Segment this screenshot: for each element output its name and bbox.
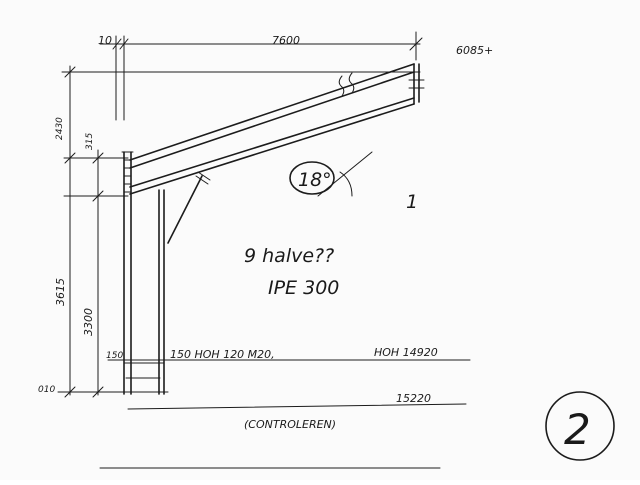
total-dimension <box>99 403 467 469</box>
column <box>121 151 165 395</box>
dim-left-height-b: 315 <box>85 133 95 150</box>
dim-left-base: 010 <box>38 385 55 395</box>
stroke-mark: 1 <box>406 191 418 213</box>
page-number-circle <box>545 391 615 461</box>
note-halve: 9 halve?? <box>244 245 334 267</box>
dim-top-right: 6085+ <box>456 44 493 57</box>
left-dimensions <box>57 65 131 398</box>
angle-mark <box>289 151 373 197</box>
dim-left-total: 3615 <box>54 278 67 306</box>
top-dimension <box>99 31 423 121</box>
dim-total: 15220 <box>396 392 431 405</box>
dim-top-left: 10 <box>98 34 112 47</box>
angle-label: 18° <box>298 169 332 191</box>
anchors-left: 150 HOH 120 M20, <box>170 348 275 361</box>
page-number: 2 <box>564 405 591 454</box>
dim-base-plate: 150 <box>106 351 123 361</box>
dim-top-span: 7600 <box>272 34 300 47</box>
dim-left-column: 3300 <box>82 308 95 336</box>
knee-brace <box>167 171 211 244</box>
rafter <box>129 63 425 195</box>
anchors-right: HOH 14920 <box>374 346 438 359</box>
base-line <box>107 359 471 393</box>
dim-left-height-a: 2430 <box>55 117 65 140</box>
control-note: (CONTROLEREN) <box>244 418 336 431</box>
note-profile: IPE 300 <box>268 277 339 299</box>
